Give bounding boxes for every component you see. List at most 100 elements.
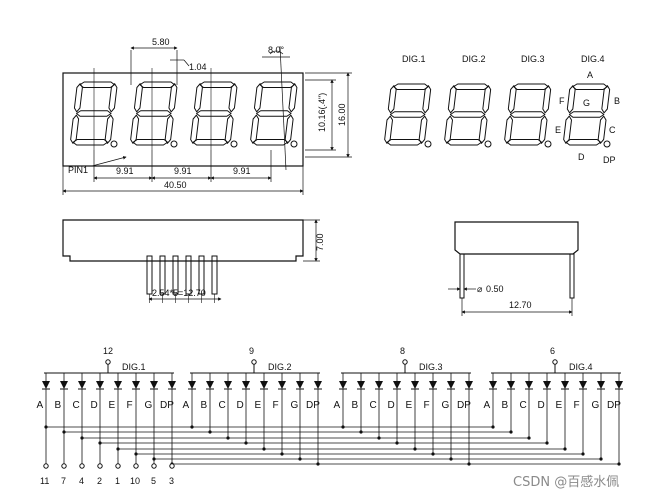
- led-diode: [429, 381, 437, 389]
- front-digit-1-seg-c: [104, 114, 114, 144]
- end-body-outline: [454, 221, 579, 255]
- front-digit-3-dp: [230, 140, 238, 148]
- segment-label: G: [442, 400, 450, 411]
- segmap-digit-3-seg-c: [538, 115, 548, 144]
- front-digit-2-seg-b: [168, 83, 178, 113]
- segmap-digit-2-seg-e: [444, 115, 453, 144]
- bottom-pin-4: [97, 463, 103, 469]
- segmap-dig3-label: DIG.3: [521, 54, 545, 64]
- led-diode: [597, 381, 605, 389]
- segment-label: E: [255, 400, 262, 411]
- led-diode: [314, 381, 322, 389]
- front-digit-1-seg-d: [72, 139, 109, 146]
- segment-label: G: [145, 400, 153, 411]
- anode-pin-label-3: 8: [400, 346, 405, 356]
- led-diode: [393, 381, 401, 389]
- segment-label: DP: [607, 400, 621, 411]
- bottom-pin-1: [43, 463, 49, 469]
- front-digit-4: [250, 81, 298, 148]
- bottom-pin-6: [133, 463, 139, 469]
- segmap-digit-1-seg-c: [418, 115, 428, 144]
- led-diode: [296, 381, 304, 389]
- front-digits: [70, 81, 298, 148]
- segmap-digit-1-seg-e: [384, 115, 393, 144]
- bottom-pin-label-8: 3: [169, 476, 174, 486]
- end-pin-right: [569, 253, 575, 299]
- segmap-digit-1: [384, 83, 432, 148]
- dim-segment-slant: 1.04: [189, 62, 207, 72]
- bottom-pin-label-2: 7: [61, 476, 66, 486]
- led-diode: [188, 381, 196, 389]
- segment-label: G: [592, 400, 600, 411]
- led-diode: [260, 381, 268, 389]
- segmap-digit-1-seg-a: [393, 83, 429, 90]
- led-diode: [561, 381, 569, 389]
- front-digit-4-seg-b: [288, 83, 298, 113]
- led-diode: [615, 381, 623, 389]
- segmap-digit-3-seg-e: [504, 115, 513, 144]
- segment-label: DP: [457, 400, 471, 411]
- front-digit-2-seg-c: [164, 114, 174, 144]
- front-digit-1-seg-f: [73, 83, 83, 113]
- bottom-pin-8: [169, 463, 175, 469]
- circuit-digit-label-1: DIG.1: [122, 362, 146, 372]
- front-digit-1-seg-a: [79, 81, 115, 88]
- segment-label: A: [484, 400, 491, 411]
- segmap-digit-2-seg-a: [453, 83, 489, 90]
- dim-side-height: 7.00: [315, 233, 325, 251]
- segmap-digit-3-seg-d: [506, 139, 543, 146]
- dim-pin-diameter: 0.50: [486, 284, 504, 294]
- bottom-pin-5: [115, 463, 121, 469]
- led-diode: [507, 381, 515, 389]
- led-diode: [60, 381, 68, 389]
- segment-label: F: [424, 400, 430, 411]
- front-digit-1-seg-e: [70, 114, 80, 144]
- front-digit-1-seg-g: [76, 110, 112, 117]
- segmap-dig4-label: DIG.4: [581, 54, 605, 64]
- segmap-digit-4: [563, 83, 611, 148]
- segment-label: G: [291, 400, 299, 411]
- bottom-pin-label-4: 2: [97, 476, 102, 486]
- bottom-pin-label-7: 5: [151, 476, 156, 486]
- front-digit-3-seg-g: [196, 110, 232, 117]
- led-diode: [150, 381, 158, 389]
- anode-pin-2: [251, 359, 257, 365]
- led-diode: [525, 381, 533, 389]
- segment-map-digits: [384, 83, 611, 148]
- led-diode: [42, 381, 50, 389]
- circuit-digit-label-3: DIG.3: [419, 362, 443, 372]
- front-digit-1-seg-b: [108, 83, 118, 113]
- segmap-dig1-label: DIG.1: [402, 54, 426, 64]
- anode-pin-label-2: 9: [249, 346, 254, 356]
- bottom-pin-7: [151, 463, 157, 469]
- segmap-digit-3: [504, 83, 552, 148]
- bottom-pin-label-1: 11: [40, 476, 49, 486]
- led-diode: [375, 381, 383, 389]
- segment-label: F: [273, 400, 279, 411]
- front-digit-3-seg-f: [193, 83, 203, 113]
- segment-label: C: [219, 400, 226, 411]
- side-body-outline: [62, 219, 304, 262]
- segmap-digit-3-dp: [544, 140, 552, 148]
- anode-pin-label-4: 6: [550, 346, 555, 356]
- front-digit-4-seg-e: [250, 114, 260, 144]
- segmap-digit-4-dp: [603, 140, 611, 148]
- segmap-digit-4-seg-g: [568, 111, 605, 118]
- bottom-pin-3: [79, 463, 85, 469]
- segmap-digit-1-seg-f: [387, 85, 397, 114]
- dim-pitch-2: 9.91: [174, 166, 192, 176]
- segmap-digit-2-seg-g: [449, 111, 486, 118]
- side-pin-6: [211, 255, 218, 295]
- front-digit-4-seg-g: [256, 110, 292, 117]
- anode-pin-3: [402, 359, 408, 365]
- segmap-digit-2-seg-c: [478, 115, 488, 144]
- led-diode: [242, 381, 250, 389]
- segment-label: E: [406, 400, 413, 411]
- segment-label: C: [370, 400, 377, 411]
- segment-label: D: [237, 400, 244, 411]
- front-digit-2-seg-d: [132, 139, 169, 146]
- dim-pitch-3: 9.91: [233, 166, 251, 176]
